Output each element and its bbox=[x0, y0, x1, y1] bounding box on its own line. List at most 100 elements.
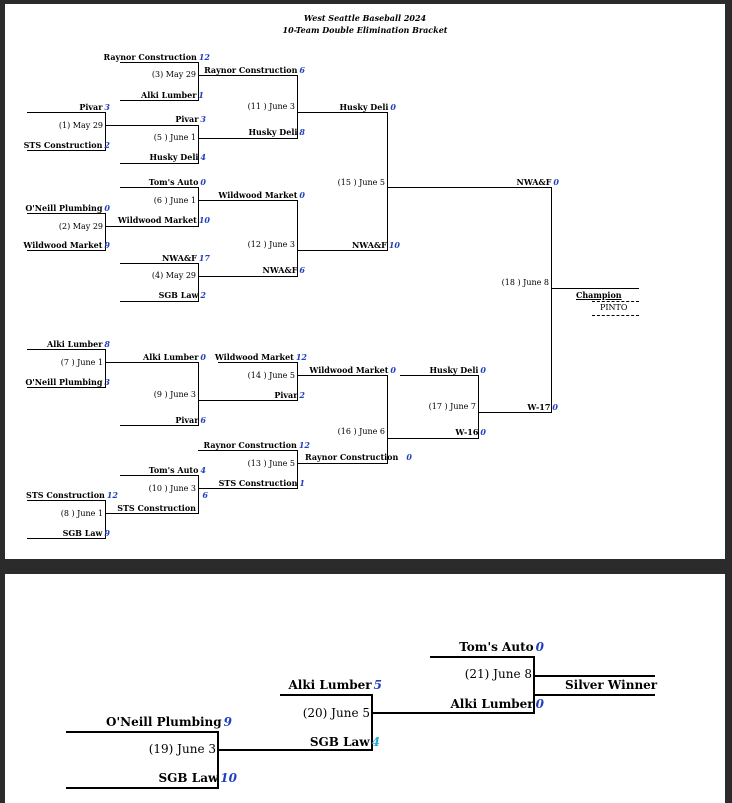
line bbox=[120, 301, 198, 302]
team-name: Alki Lumber bbox=[450, 697, 534, 711]
line bbox=[297, 250, 387, 251]
team-name: Pivar bbox=[79, 102, 103, 112]
champion-box-bottom bbox=[592, 315, 639, 316]
team-name: Tom's Auto bbox=[459, 640, 534, 654]
team-score: 4 bbox=[371, 735, 380, 749]
line bbox=[387, 438, 478, 439]
line bbox=[198, 276, 297, 277]
line bbox=[105, 349, 106, 388]
team-score: 5 bbox=[373, 678, 382, 692]
line bbox=[120, 263, 198, 264]
team-score: 3 bbox=[104, 377, 110, 387]
team-name: W-16 bbox=[455, 427, 479, 437]
line bbox=[198, 200, 297, 201]
line bbox=[120, 163, 198, 164]
line bbox=[400, 375, 478, 376]
team-score: 9 bbox=[104, 528, 110, 538]
line bbox=[478, 412, 551, 413]
line bbox=[120, 62, 198, 63]
team-name: Husky Deli bbox=[149, 152, 199, 162]
team-score: 0 bbox=[104, 203, 110, 213]
line bbox=[27, 349, 105, 350]
team-score: 12 bbox=[106, 490, 118, 500]
team-name: Husky Deli bbox=[429, 365, 479, 375]
line bbox=[533, 656, 535, 714]
game-15-label: (15 ) June 5 bbox=[337, 178, 385, 187]
line bbox=[198, 138, 297, 139]
team-score: 2 bbox=[104, 140, 110, 150]
team-name: Husky Deli bbox=[339, 102, 389, 112]
team-name: Husky Deli bbox=[248, 127, 298, 137]
line bbox=[371, 694, 373, 751]
game-1-label: (1) May 29 bbox=[58, 121, 103, 130]
line bbox=[198, 400, 297, 401]
team-score: 0 bbox=[553, 177, 559, 187]
line bbox=[217, 731, 219, 789]
team-score: 3 bbox=[200, 114, 206, 124]
team-name: STS Construction bbox=[26, 490, 105, 500]
team-name: NWA&F bbox=[351, 240, 387, 250]
bracket-page-1 bbox=[5, 4, 725, 559]
team-score: 10 bbox=[388, 240, 400, 250]
team-name: NWA&F bbox=[161, 253, 197, 263]
line bbox=[387, 112, 388, 251]
team-name: SGB Law bbox=[158, 290, 199, 300]
team-score: 1 bbox=[299, 478, 305, 488]
team-score: 0 bbox=[480, 427, 486, 437]
team-name: Raynor Construction bbox=[203, 440, 297, 450]
team-name: Pivar bbox=[175, 415, 199, 425]
team-name: O'Neill Plumbing bbox=[25, 377, 103, 387]
line bbox=[198, 125, 199, 164]
line bbox=[551, 288, 639, 289]
game-19-label: (19) June 3 bbox=[148, 742, 216, 756]
team-score: 0 bbox=[200, 177, 206, 187]
team-score: 0 bbox=[480, 365, 486, 375]
team-name: Wildwood Market bbox=[23, 240, 103, 250]
team-name: Alki Lumber bbox=[143, 352, 199, 362]
team-score: 0 bbox=[535, 640, 544, 654]
line bbox=[105, 213, 106, 251]
champion-box-top bbox=[592, 301, 639, 302]
team-score: 6 bbox=[202, 490, 208, 500]
bracket-page-2 bbox=[5, 574, 725, 803]
line bbox=[533, 675, 655, 677]
line bbox=[120, 425, 198, 426]
team-score: 6 bbox=[299, 265, 305, 275]
game-14-label: (14 ) June 5 bbox=[247, 371, 295, 380]
line bbox=[120, 187, 198, 188]
champion-label: Champion bbox=[576, 290, 622, 300]
game-6-label: (6 ) June 1 bbox=[153, 196, 196, 205]
game-8-label: (8 ) June 1 bbox=[60, 509, 103, 518]
team-score: 0 bbox=[390, 102, 396, 112]
team-score: 12 bbox=[198, 52, 210, 62]
team-score: 12 bbox=[295, 352, 307, 362]
team-score: 6 bbox=[299, 65, 305, 75]
line bbox=[297, 112, 387, 113]
team-score: 12 bbox=[298, 440, 310, 450]
line bbox=[533, 694, 655, 696]
line bbox=[27, 500, 105, 501]
team-score: 1 bbox=[198, 90, 204, 100]
line bbox=[551, 187, 552, 413]
team-score: 2 bbox=[299, 390, 305, 400]
line bbox=[105, 226, 198, 227]
game-17-label: (17 ) June 7 bbox=[428, 402, 476, 411]
game-16-label: (16 ) June 6 bbox=[337, 427, 385, 436]
team-name: O'Neill Plumbing bbox=[105, 715, 222, 729]
team-score: 0 bbox=[406, 452, 412, 462]
game-3-label: (3) May 29 bbox=[151, 70, 196, 79]
